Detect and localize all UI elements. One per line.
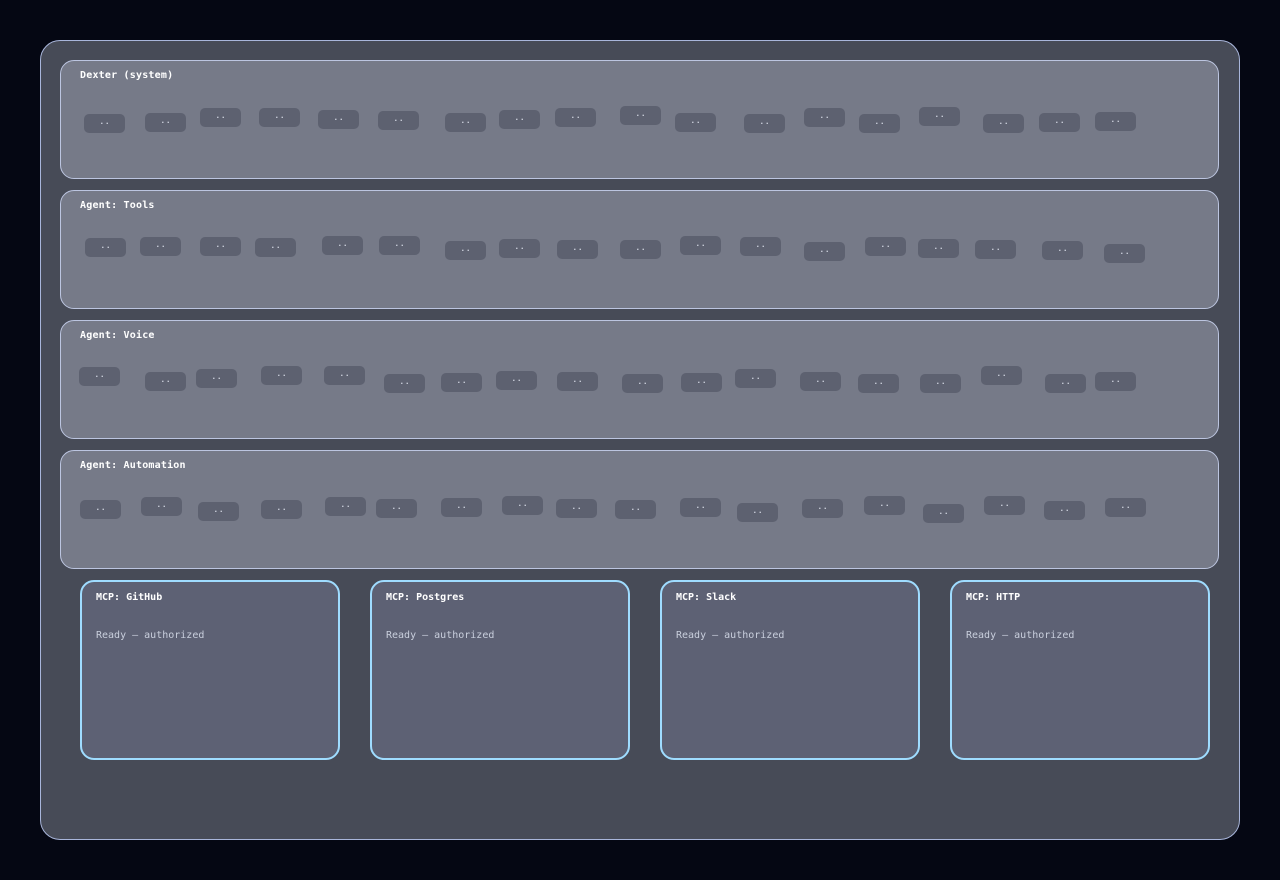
chip[interactable]: ..	[141, 497, 182, 516]
chip[interactable]: ..	[445, 241, 486, 260]
panel-title: Dexter (system)	[80, 70, 174, 81]
chip[interactable]: ..	[744, 114, 785, 133]
mcp-card-status: Ready – authorized	[676, 630, 785, 641]
chip[interactable]: ..	[1095, 112, 1136, 131]
chip[interactable]: ..	[981, 366, 1022, 385]
chip[interactable]: ..	[85, 238, 126, 257]
chip[interactable]: ..	[615, 500, 656, 519]
chip[interactable]: ..	[80, 500, 121, 519]
chip[interactable]: ..	[556, 499, 597, 518]
panel-agent-tools: Agent: Tools .. .. .. .. .. .. .. .. .. …	[60, 190, 1219, 309]
chip[interactable]: ..	[804, 108, 845, 127]
chip[interactable]: ..	[1039, 113, 1080, 132]
mcp-card-github[interactable]: MCP: GitHub Ready – authorized	[80, 580, 340, 760]
chip[interactable]: ..	[445, 113, 486, 132]
panel-title: Agent: Voice	[80, 330, 155, 341]
panel-agent-automation: Agent: Automation .. .. .. .. .. .. .. .…	[60, 450, 1219, 569]
chip[interactable]: ..	[740, 237, 781, 256]
chip[interactable]: ..	[675, 113, 716, 132]
mcp-card-status: Ready – authorized	[386, 630, 495, 641]
panel-title: Agent: Tools	[80, 200, 155, 211]
chip[interactable]: ..	[918, 239, 959, 258]
chip[interactable]: ..	[1095, 372, 1136, 391]
chip[interactable]: ..	[555, 108, 596, 127]
chip[interactable]: ..	[1104, 244, 1145, 263]
chip[interactable]: ..	[261, 500, 302, 519]
chip[interactable]: ..	[620, 106, 661, 125]
chip[interactable]: ..	[557, 240, 598, 259]
panel-dexter-system: Dexter (system) .. .. .. .. .. .. .. .. …	[60, 60, 1219, 179]
chip[interactable]: ..	[384, 374, 425, 393]
panel-agent-voice: Agent: Voice .. .. .. .. .. .. .. .. .. …	[60, 320, 1219, 439]
chip[interactable]: ..	[145, 113, 186, 132]
chip[interactable]: ..	[196, 369, 237, 388]
chip[interactable]: ..	[680, 236, 721, 255]
chip[interactable]: ..	[325, 497, 366, 516]
chip[interactable]: ..	[496, 371, 537, 390]
chip[interactable]: ..	[318, 110, 359, 129]
chip[interactable]: ..	[620, 240, 661, 259]
chip[interactable]: ..	[441, 373, 482, 392]
chip[interactable]: ..	[140, 237, 181, 256]
chip[interactable]: ..	[920, 374, 961, 393]
mcp-card-postgres[interactable]: MCP: Postgres Ready – authorized	[370, 580, 630, 760]
chip[interactable]: ..	[983, 114, 1024, 133]
chip[interactable]: ..	[1045, 374, 1086, 393]
chip[interactable]: ..	[681, 373, 722, 392]
mcp-card-title: MCP: GitHub	[96, 592, 163, 603]
chip[interactable]: ..	[378, 111, 419, 130]
panel-title: Agent: Automation	[80, 460, 186, 471]
chip[interactable]: ..	[1105, 498, 1146, 517]
chip[interactable]: ..	[324, 366, 365, 385]
chip[interactable]: ..	[680, 498, 721, 517]
chip[interactable]: ..	[441, 498, 482, 517]
chip[interactable]: ..	[1044, 501, 1085, 520]
chip[interactable]: ..	[259, 108, 300, 127]
chip[interactable]: ..	[322, 236, 363, 255]
chip[interactable]: ..	[499, 110, 540, 129]
chip[interactable]: ..	[499, 239, 540, 258]
mcp-card-slack[interactable]: MCP: Slack Ready – authorized	[660, 580, 920, 760]
mcp-card-title: MCP: Postgres	[386, 592, 465, 603]
chip[interactable]: ..	[859, 114, 900, 133]
chip[interactable]: ..	[804, 242, 845, 261]
chip[interactable]: ..	[200, 237, 241, 256]
chip[interactable]: ..	[975, 240, 1016, 259]
mcp-card-title: MCP: HTTP	[966, 592, 1021, 603]
chip[interactable]: ..	[737, 503, 778, 522]
chip[interactable]: ..	[622, 374, 663, 393]
chip[interactable]: ..	[200, 108, 241, 127]
chip[interactable]: ..	[379, 236, 420, 255]
mcp-card-http[interactable]: MCP: HTTP Ready – authorized	[950, 580, 1210, 760]
chip[interactable]: ..	[923, 504, 964, 523]
chip[interactable]: ..	[376, 499, 417, 518]
chip[interactable]: ..	[502, 496, 543, 515]
mcp-card-status: Ready – authorized	[96, 630, 205, 641]
chip[interactable]: ..	[79, 367, 120, 386]
chip[interactable]: ..	[145, 372, 186, 391]
chip[interactable]: ..	[984, 496, 1025, 515]
chip[interactable]: ..	[255, 238, 296, 257]
chip[interactable]: ..	[84, 114, 125, 133]
mcp-card-title: MCP: Slack	[676, 592, 737, 603]
chip[interactable]: ..	[557, 372, 598, 391]
chip[interactable]: ..	[865, 237, 906, 256]
chip[interactable]: ..	[858, 374, 899, 393]
chip[interactable]: ..	[735, 369, 776, 388]
chip[interactable]: ..	[919, 107, 960, 126]
chip[interactable]: ..	[802, 499, 843, 518]
chip[interactable]: ..	[800, 372, 841, 391]
mcp-card-status: Ready – authorized	[966, 630, 1075, 641]
chip[interactable]: ..	[1042, 241, 1083, 260]
chip[interactable]: ..	[864, 496, 905, 515]
chip[interactable]: ..	[261, 366, 302, 385]
chip[interactable]: ..	[198, 502, 239, 521]
